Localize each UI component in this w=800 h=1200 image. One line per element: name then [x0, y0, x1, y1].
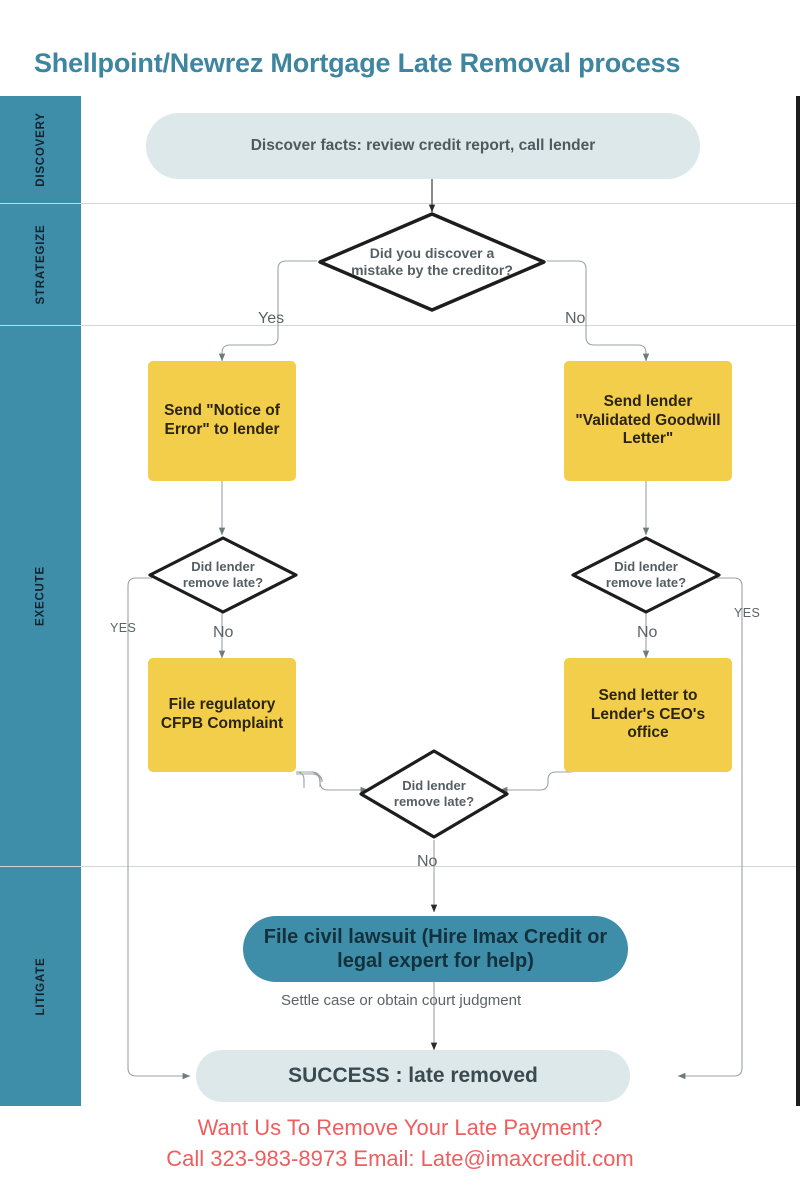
edge-label-no-top: No [565, 310, 586, 327]
node-cfpb-complaint[interactable]: File regulatory CFPB Complaint [148, 658, 296, 772]
node-decision-right-remove[interactable]: Did lender remove late? [570, 535, 722, 615]
lane-divider-2 [0, 325, 800, 326]
lane-divider-1 [0, 203, 800, 204]
flowchart-canvas: DISCOVERY STRATEGIZE EXECUTE LITIGATE [0, 96, 800, 1106]
lane-label-strategize: STRATEGIZE [34, 224, 47, 305]
edge-label-no-final: No [417, 853, 438, 870]
lane-band-litigate [0, 867, 81, 1106]
edge-label-yes-right: YES [734, 606, 761, 620]
diamond-shape [571, 536, 721, 614]
node-goodwill-letter[interactable]: Send lender "Validated Goodwill Letter" [564, 361, 732, 481]
footer-line-1: Want Us To Remove Your Late Payment? [197, 1115, 603, 1140]
node-notice-of-error[interactable]: Send "Notice of Error" to lender [148, 361, 296, 481]
node-decision-left-remove[interactable]: Did lender remove late? [147, 535, 299, 615]
node-success[interactable]: SUCCESS : late removed [196, 1050, 630, 1102]
diamond-shape [359, 749, 509, 839]
edge-label-no-left: No [213, 624, 234, 641]
edge-label-no-right: No [637, 624, 658, 641]
canvas-right-border [796, 96, 800, 1106]
node-discover-facts[interactable]: Discover facts: review credit report, ca… [146, 113, 700, 179]
page-title: Shellpoint/Newrez Mortgage Late Removal … [34, 48, 681, 78]
edge-label-yes-left: YES [110, 621, 137, 635]
lane-divider-3 [0, 866, 800, 867]
node-file-lawsuit[interactable]: File civil lawsuit (Hire Imax Credit or … [243, 916, 628, 982]
node-decision-mistake[interactable]: Did you discover a mistake by the credit… [316, 210, 548, 314]
settle-case-note: Settle case or obtain court judgment [281, 992, 522, 1009]
lane-band-discovery [0, 96, 81, 203]
footer-contact: Want Us To Remove Your Late Payment? Cal… [0, 1112, 800, 1174]
lane-label-discovery: DISCOVERY [34, 112, 47, 187]
node-ceo-letter[interactable]: Send letter to Lender's CEO's office [564, 658, 732, 772]
lane-band-strategize [0, 204, 81, 325]
diamond-shape [148, 536, 298, 614]
footer-line-2: Call 323-983-8973 Email: Late@imaxcredit… [166, 1146, 634, 1172]
lane-band-execute [0, 326, 81, 866]
node-decision-final-remove[interactable]: Did lender remove late? [358, 748, 510, 840]
lane-label-litigate: LITIGATE [34, 957, 47, 1016]
edge-label-yes-top: Yes [258, 310, 285, 327]
diamond-shape [318, 212, 546, 312]
